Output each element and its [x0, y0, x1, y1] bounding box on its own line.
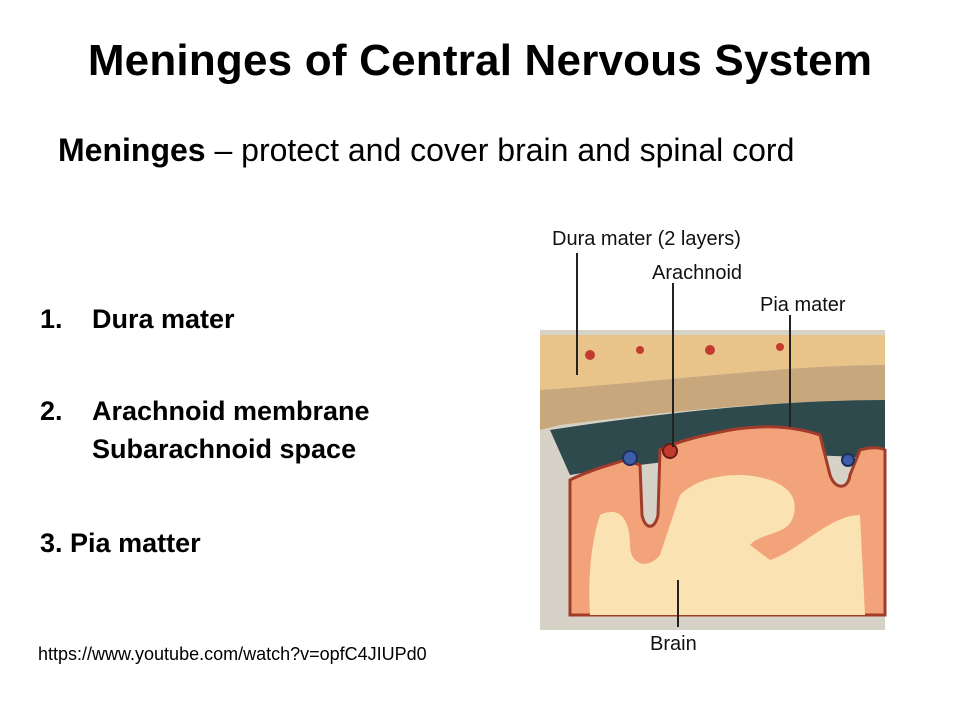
list-number: 1.: [40, 304, 63, 334]
list-number: 2.: [40, 396, 63, 426]
intro-definition: – protect and cover brain and spinal cor…: [205, 132, 795, 168]
list-number: 3.: [40, 528, 63, 558]
meninges-illustration: Dura mater (2 layers) Arachnoid Pia mate…: [540, 228, 887, 655]
label-pia-mater: Pia mater: [760, 294, 846, 316]
list-label: Arachnoid membrane: [92, 396, 370, 426]
intro-text: Meninges – protect and cover brain and s…: [58, 127, 878, 173]
list-item-arachnoid: 2. Arachnoid membrane Subarachnoid space: [40, 392, 370, 468]
dura-layer: [540, 365, 885, 430]
vein: [622, 450, 638, 466]
meninges-diagram: Dura mater (2 layers) Arachnoid Pia mate…: [530, 215, 890, 665]
list-label: Pia matter: [70, 528, 201, 558]
label-arachnoid: Arachnoid: [652, 262, 742, 284]
label-brain: Brain: [650, 633, 697, 655]
intro-term: Meninges: [58, 132, 206, 168]
skull-layer: [540, 335, 885, 390]
list-label: Dura mater: [92, 304, 235, 334]
artery: [662, 443, 678, 459]
list-item-dura: 1. Dura mater: [40, 300, 235, 338]
white-matter: [589, 475, 865, 615]
list-sublabel: Subarachnoid space: [92, 434, 357, 464]
source-link[interactable]: https://www.youtube.com/watch?v=opfC4JIU…: [38, 644, 427, 664]
list-item-pia: 3. Pia matter: [40, 524, 201, 562]
slide-title: Meninges of Central Nervous System: [87, 36, 873, 85]
vein: [841, 453, 855, 467]
label-dura-mater: Dura mater (2 layers): [552, 228, 741, 250]
